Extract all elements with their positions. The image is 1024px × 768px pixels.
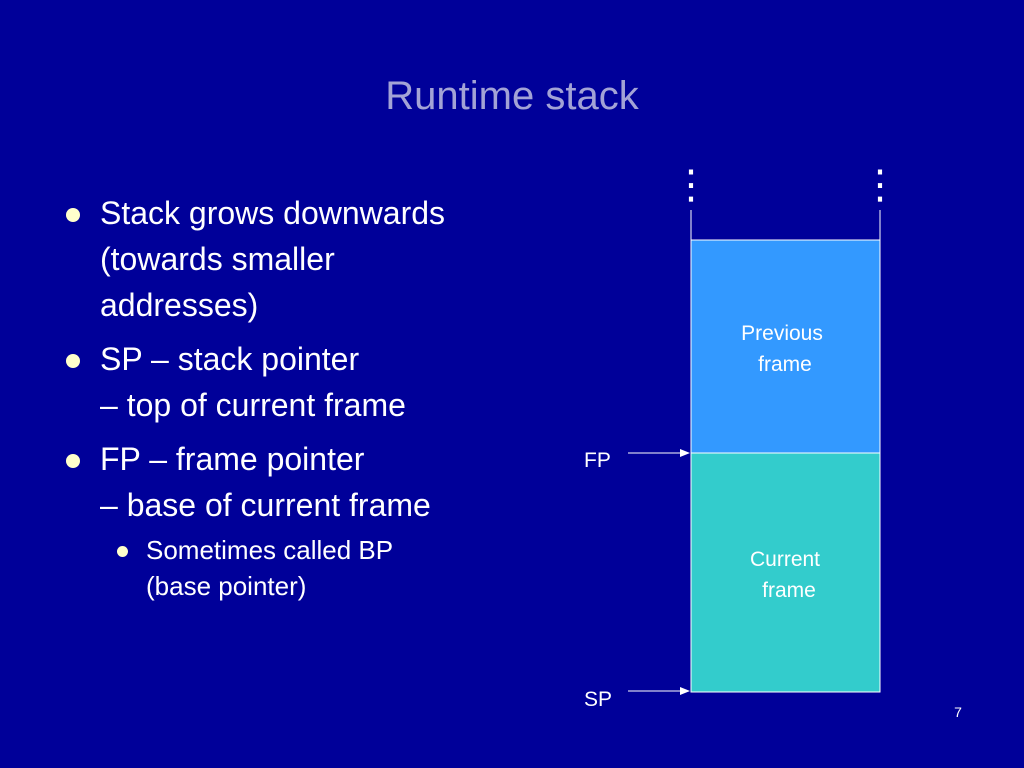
bullet-text-line: – base of current frame <box>100 487 431 523</box>
previous-frame-label-line1: Previous <box>741 322 823 345</box>
sp-label: SP <box>584 688 612 711</box>
previous-frame-box <box>690 239 881 454</box>
bullet-dot-icon <box>66 354 80 368</box>
fp-label: FP <box>584 449 611 472</box>
continuation-dots-left: ⋮ <box>671 162 711 208</box>
slide-title: Runtime stack <box>385 74 639 118</box>
bullet-text-line: addresses) <box>100 287 259 323</box>
subbullet-text-line: Sometimes called BP <box>146 535 394 565</box>
subbullet-base-pointer: Sometimes called BP (base pointer) <box>60 532 560 604</box>
bullet-frame-pointer: FP – frame pointer – base of current fra… <box>60 436 560 528</box>
bullet-text-line: Stack grows downwards <box>100 195 446 231</box>
bullet-dot-icon <box>66 454 80 468</box>
bullet-dot-icon <box>66 208 80 222</box>
current-frame-box <box>690 452 881 693</box>
bullet-list: Stack grows downwards (towards smaller a… <box>60 190 560 604</box>
bullet-text-line: (towards smaller <box>100 241 335 277</box>
bullet-text-line: SP – stack pointer <box>100 341 360 377</box>
current-frame-label-line1: Current <box>750 548 820 571</box>
subbullet-dot-icon <box>117 546 128 557</box>
bullet-stack-growth: Stack grows downwards (towards smaller a… <box>60 190 560 328</box>
bullet-text-line: FP – frame pointer <box>100 441 365 477</box>
continuation-dots-right: ⋮ <box>860 162 900 208</box>
bullet-text-line: – top of current frame <box>100 387 406 423</box>
bullet-stack-pointer: SP – stack pointer – top of current fram… <box>60 336 560 428</box>
current-frame-label-line2: frame <box>762 579 816 602</box>
previous-frame-label-line2: frame <box>758 353 812 376</box>
page-number: 7 <box>954 704 962 720</box>
subbullet-text-line: (base pointer) <box>146 571 307 601</box>
